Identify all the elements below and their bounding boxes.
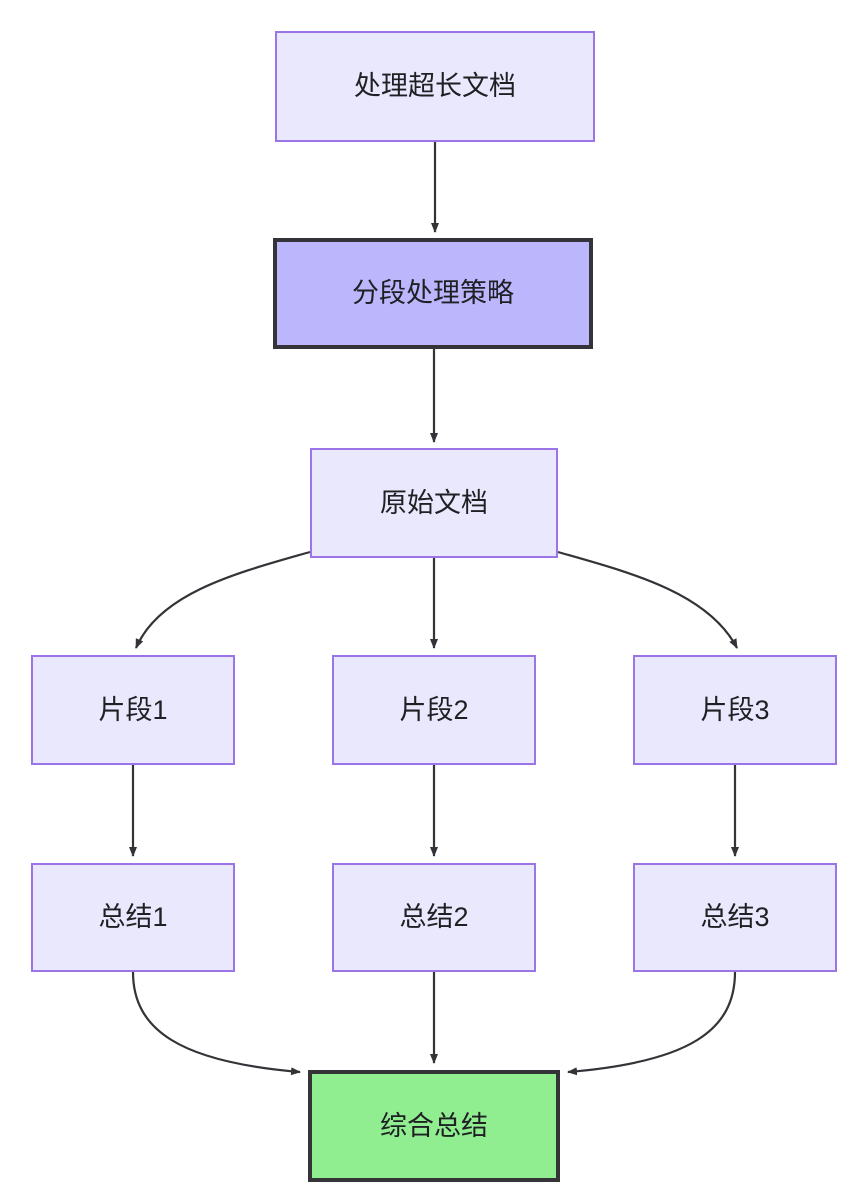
- edge-n7-n10: [131, 971, 301, 1076]
- node-label: 处理超长文档: [354, 71, 516, 102]
- node-fragment-2[interactable]: 片段2: [332, 655, 536, 765]
- edge-n3-n4: [134, 550, 311, 649]
- node-summary-1[interactable]: 总结1: [31, 863, 235, 972]
- node-original-document[interactable]: 原始文档: [310, 448, 558, 558]
- node-label: 片段2: [399, 694, 469, 725]
- node-label: 总结2: [399, 902, 469, 933]
- edge-n9-n10: [567, 971, 737, 1076]
- node-fragment-1[interactable]: 片段1: [31, 655, 235, 765]
- node-process-long-document[interactable]: 处理超长文档: [275, 31, 595, 142]
- node-label: 分段处理策略: [352, 278, 514, 309]
- node-comprehensive-summary[interactable]: 综合总结: [308, 1070, 560, 1182]
- node-summary-2[interactable]: 总结2: [332, 863, 536, 972]
- node-label: 原始文档: [380, 487, 488, 518]
- node-label: 片段1: [98, 694, 168, 725]
- node-summary-3[interactable]: 总结3: [633, 863, 837, 972]
- node-label: 综合总结: [380, 1110, 488, 1141]
- node-fragment-3[interactable]: 片段3: [633, 655, 837, 765]
- node-label: 片段3: [700, 694, 770, 725]
- node-chunking-strategy[interactable]: 分段处理策略: [273, 238, 593, 349]
- edge-n3-n6: [557, 550, 738, 649]
- node-label: 总结3: [700, 902, 770, 933]
- node-label: 总结1: [98, 902, 168, 933]
